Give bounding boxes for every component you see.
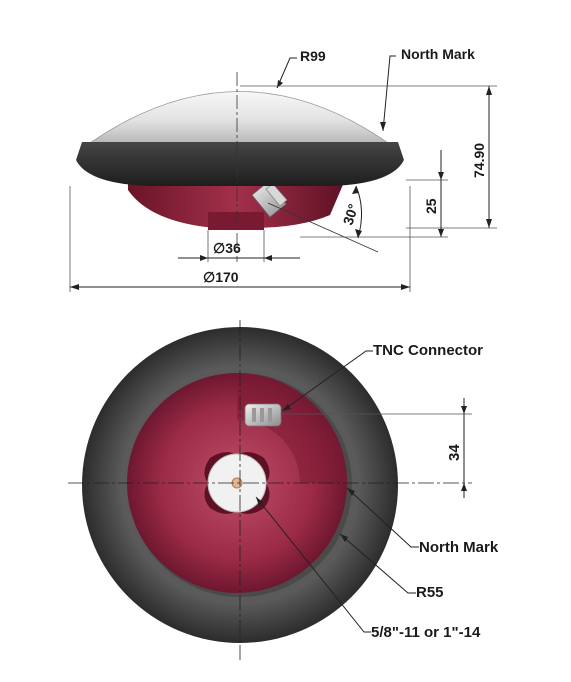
base-height-label: 25: [423, 198, 439, 214]
north-mark-top-leader: [382, 55, 396, 132]
bottom-tnc-connector: [244, 403, 282, 427]
outer-diameter-label: ∅170: [203, 269, 239, 285]
angle-leader: [267, 202, 379, 253]
red-base-shading: [237, 373, 347, 483]
offset-label: 34: [446, 444, 463, 461]
angle-label: 30°: [340, 202, 362, 227]
north-mark-bottom-leader: [346, 487, 419, 548]
r55-label: R55: [416, 584, 444, 601]
north-mark-top-label: North Mark: [401, 46, 475, 62]
r99-leader: [276, 57, 297, 89]
side-stem: [208, 212, 264, 230]
tnc-leader: [281, 350, 373, 412]
height-label: 74.90: [471, 143, 487, 178]
side-tnc-connector: [251, 181, 288, 218]
bottom-view: TNC Connector 34 North Mark R55 5/8"-11 …: [68, 320, 499, 660]
radome-rim: [76, 142, 404, 186]
thread-leader: [255, 496, 371, 633]
thread-label: 5/8"-11 or 1"-14: [371, 624, 481, 641]
stem-diameter-label: ∅36: [213, 240, 241, 256]
north-mark-bottom-label: North Mark: [419, 539, 499, 556]
tnc-label: TNC Connector: [373, 342, 483, 359]
r99-label: R99: [300, 48, 326, 64]
radome: [88, 91, 390, 144]
side-base-housing: [128, 180, 345, 228]
r55-leader: [339, 533, 416, 594]
side-view: R99 North Mark 74.90 25 30° ∅36: [69, 46, 497, 292]
